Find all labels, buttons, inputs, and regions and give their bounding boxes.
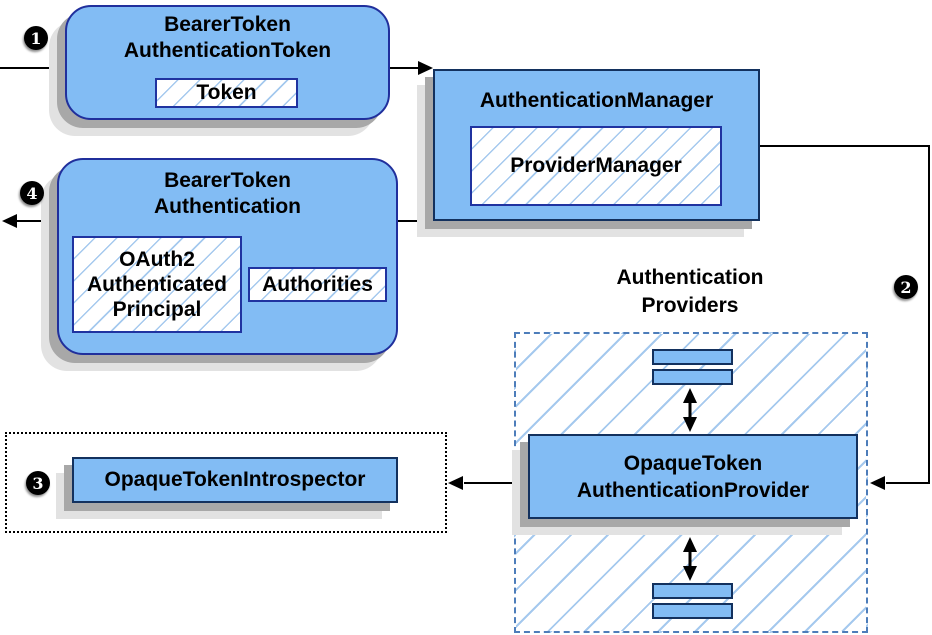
inner-box-provider-manager-label: ProviderManager bbox=[510, 154, 682, 177]
step-badge-2: 2 bbox=[894, 275, 918, 299]
provider-bar bbox=[652, 603, 733, 619]
node-title: BearerToken AuthenticationToken bbox=[123, 13, 332, 62]
inner-box-oauth2-authenticated-principal: OAuth2 Authenticated Principal bbox=[72, 236, 242, 333]
node-opaque-token-introspector: OpaqueTokenIntrospector bbox=[72, 457, 398, 503]
provider-bar bbox=[652, 369, 733, 385]
manager-to-provider-arrowhead bbox=[870, 476, 885, 490]
provider-to-introspector-arrowhead bbox=[448, 476, 463, 490]
provider-bar bbox=[652, 583, 733, 599]
node-bearer-token-authentication: BearerToken Authentication OAuth2 Authen… bbox=[57, 158, 398, 355]
node-title: OpaqueToken AuthenticationProvider bbox=[576, 451, 810, 502]
token-to-manager-arrowhead bbox=[418, 61, 433, 75]
inner-box-token-label: Token bbox=[196, 81, 257, 104]
node-opaque-token-authentication-provider: OpaqueToken AuthenticationProvider bbox=[528, 434, 858, 519]
step-badge-4: 4 bbox=[20, 181, 44, 205]
authentication-out-arrowhead bbox=[2, 214, 17, 228]
node-title: BearerToken Authentication bbox=[154, 169, 301, 218]
node-authentication-manager: AuthenticationManager ProviderManager bbox=[433, 69, 760, 221]
inner-box-authorities: Authorities bbox=[248, 267, 387, 302]
node-title: OpaqueTokenIntrospector bbox=[104, 468, 366, 491]
authentication-providers-label: Authentication Providers bbox=[616, 266, 764, 317]
provider-bar bbox=[652, 349, 733, 365]
step-badge-1: 1 bbox=[24, 26, 48, 50]
inner-box-authorities-label: Authorities bbox=[262, 272, 373, 296]
node-bearer-token-authentication-token: BearerToken AuthenticationToken Token bbox=[65, 5, 390, 120]
node-title: AuthenticationManager bbox=[479, 89, 714, 112]
inner-box-provider-manager: ProviderManager bbox=[470, 126, 722, 206]
inner-box-principal-label: OAuth2 Authenticated Principal bbox=[86, 248, 227, 321]
step-badge-3: 3 bbox=[26, 471, 50, 495]
inner-box-token: Token bbox=[155, 78, 298, 108]
